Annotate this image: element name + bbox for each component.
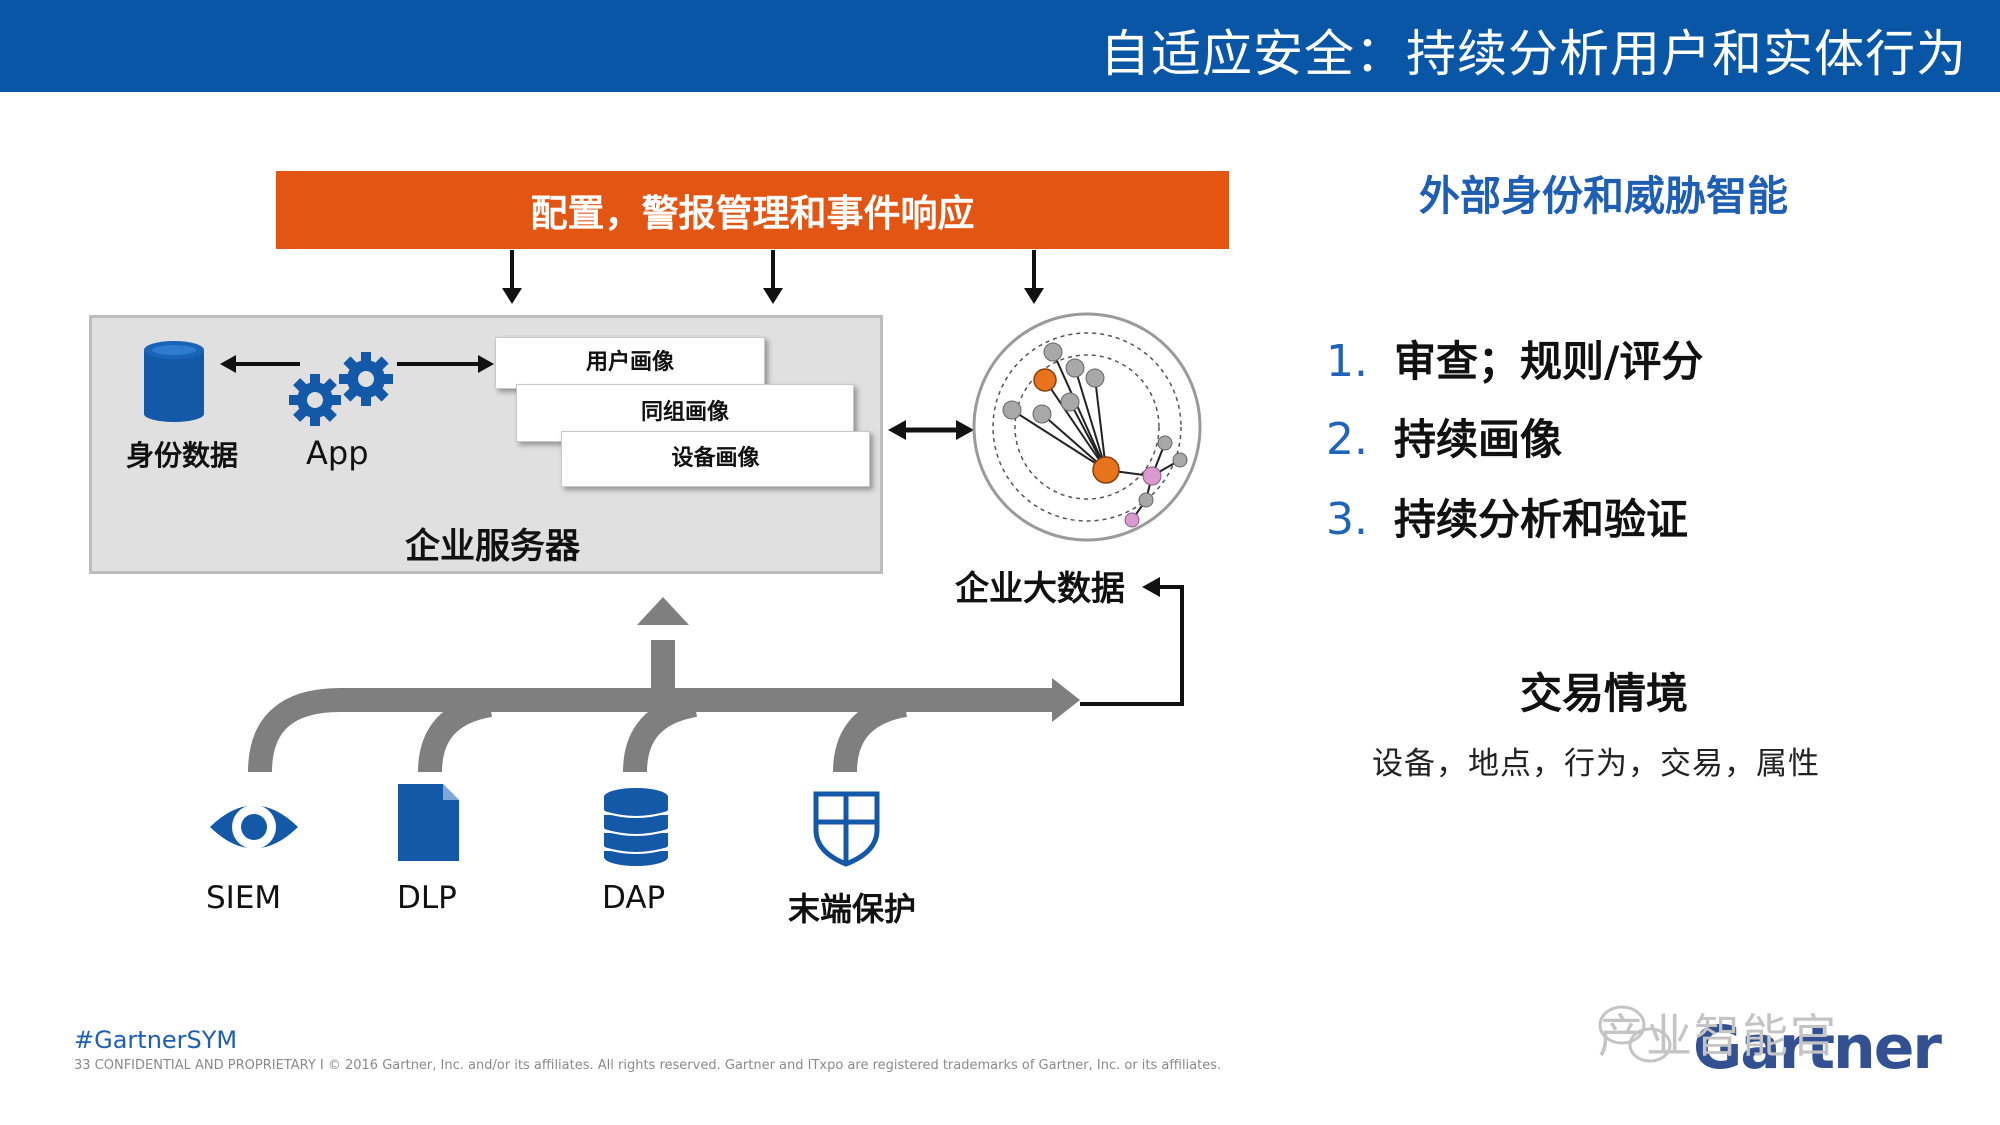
down-arrow-3: [1024, 250, 1044, 304]
identity-data-label: 身份数据: [126, 439, 239, 472]
shield-icon: [813, 791, 880, 867]
slide-title: 自适应安全：持续分析用户和实体行为: [1100, 25, 1967, 83]
database-icon: [604, 788, 668, 866]
gear-icon: [289, 374, 341, 426]
list-item: 2. 持续画像: [1326, 406, 1562, 467]
source-label-dlp: DLP: [397, 880, 457, 916]
identity-app-arrow: [220, 355, 300, 373]
server-bigdata-arrow: [888, 420, 974, 440]
bigdata-feed-arrow: [1080, 577, 1184, 706]
source-label-dap: DAP: [602, 880, 666, 916]
confidential-footer: 33 CONFIDENTIAL AND PROPRIETARY I © 2016…: [74, 1058, 1222, 1073]
card-label-group: 同组画像: [640, 400, 729, 425]
flow-arrowhead-right: [1052, 678, 1080, 722]
list-text: 审查；规则/评分: [1394, 337, 1704, 386]
wechat-watermark: 产业智能官: [1598, 1009, 1838, 1063]
list-text: 持续画像: [1394, 415, 1563, 464]
transaction-context-text: 设备，地点，行为，交易，属性: [1372, 746, 1820, 782]
app-card-arrow: [397, 355, 494, 373]
identity-database-icon: [144, 341, 204, 422]
card-label-device: 设备画像: [671, 446, 760, 471]
title-bar: 自适应安全：持续分析用户和实体行为: [0, 0, 2000, 92]
down-arrow-1: [502, 250, 522, 304]
list-number: 2.: [1326, 414, 1368, 465]
enterprise-server-label: 企业服务器: [405, 527, 581, 567]
gear-icon-2: [339, 352, 393, 406]
wechat-icon: [1598, 1005, 1672, 1063]
profile-card-device: 设备画像: [561, 431, 870, 487]
source-label-siem: SIEM: [206, 880, 282, 916]
bigdata-network-icon: [972, 312, 1202, 542]
list-item: 3. 持续分析和验证: [1326, 486, 1688, 547]
gartner-logo: Gartner: [1693, 1013, 1942, 1083]
data-flow-pipes: [248, 640, 1062, 773]
enterprise-bigdata-label: 企业大数据: [955, 569, 1125, 609]
eye-icon: [210, 805, 298, 849]
list-text: 持续分析和验证: [1394, 495, 1689, 544]
card-label-user: 用户画像: [585, 350, 674, 375]
flow-arrowhead-up: [637, 597, 689, 625]
app-label: App: [306, 434, 369, 472]
list-number: 3.: [1326, 494, 1368, 545]
management-bar: 配置，警报管理和事件响应: [276, 171, 1229, 249]
document-icon: [398, 784, 459, 861]
source-label-endpoint: 末端保护: [788, 890, 917, 928]
down-arrow-2: [763, 250, 783, 304]
threat-intel-title: 外部身份和威胁智能: [1419, 172, 1788, 220]
list-item: 1. 审查；规则/评分: [1326, 328, 1703, 389]
list-number: 1.: [1326, 336, 1368, 387]
transaction-context-title: 交易情境: [1520, 669, 1689, 718]
hashtag: #GartnerSYM: [74, 1026, 238, 1054]
